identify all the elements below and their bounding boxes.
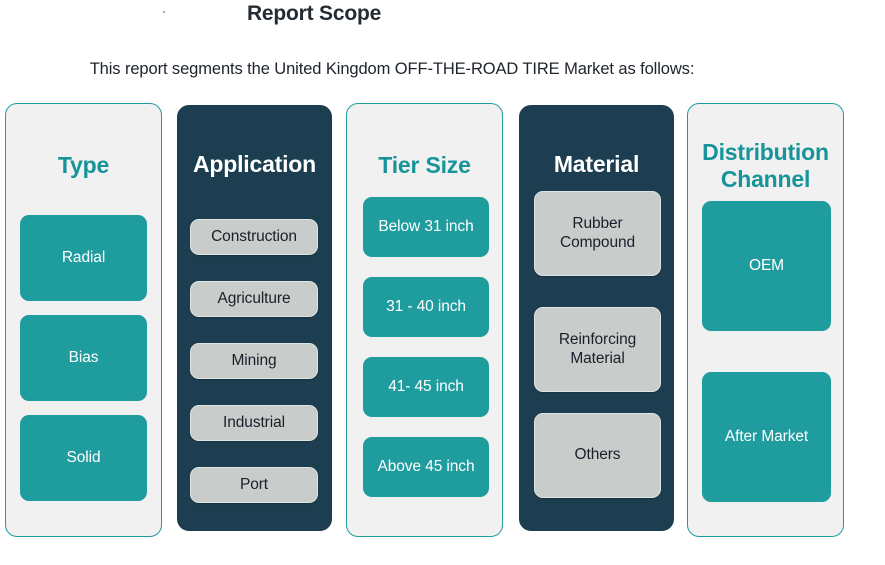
- segment-column-tier-size: Tier Size Below 31 inch 31 - 40 inch 41-…: [346, 103, 503, 537]
- segment-chip-31-40-inch[interactable]: 31 - 40 inch: [363, 277, 489, 337]
- segment-chip-above-45-inch[interactable]: Above 45 inch: [363, 437, 489, 497]
- column-title-distribution-channel: Distribution Channel: [702, 139, 829, 192]
- column-title-tier-size: Tier Size: [378, 152, 471, 178]
- segment-chip-oem[interactable]: OEM: [702, 201, 831, 331]
- segment-chip-agriculture[interactable]: Agriculture: [190, 281, 318, 317]
- column-title-type: Type: [57, 152, 110, 178]
- segment-chip-bias[interactable]: Bias: [20, 315, 147, 401]
- segment-chip-reinforcing-material[interactable]: Reinforcing Material: [534, 307, 661, 392]
- segment-column-type: Type Radial Bias Solid: [5, 103, 162, 537]
- segment-chip-mining[interactable]: Mining: [190, 343, 318, 379]
- segment-chip-industrial[interactable]: Industrial: [190, 405, 318, 441]
- segment-column-application: Application Construction Agriculture Min…: [177, 105, 332, 531]
- page-subtitle: This report segments the United Kingdom …: [89, 60, 695, 78]
- segment-chip-rubber-compound[interactable]: Rubber Compound: [534, 191, 661, 276]
- segment-chip-after-market[interactable]: After Market: [702, 372, 831, 502]
- column-title-application: Application: [192, 151, 317, 177]
- column-title-material: Material: [553, 151, 640, 177]
- segment-chip-41-45-inch[interactable]: 41- 45 inch: [363, 357, 489, 417]
- segment-chip-solid[interactable]: Solid: [20, 415, 147, 501]
- page-title: Report Scope: [246, 2, 382, 25]
- segment-chip-below-31-inch[interactable]: Below 31 inch: [363, 197, 489, 257]
- segment-chip-others[interactable]: Others: [534, 413, 661, 498]
- segment-column-material: Material Rubber Compound Reinforcing Mat…: [519, 105, 674, 531]
- segment-chip-construction[interactable]: Construction: [190, 219, 318, 255]
- segment-chip-radial[interactable]: Radial: [20, 215, 147, 301]
- segment-chip-port[interactable]: Port: [190, 467, 318, 503]
- title-decoration-dot: [163, 11, 165, 13]
- segment-column-distribution-channel: Distribution Channel OEM After Market: [687, 103, 844, 537]
